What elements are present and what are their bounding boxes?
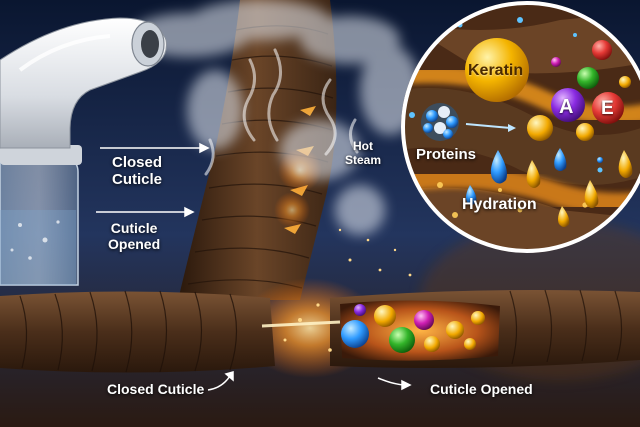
pink-small-sphere (551, 57, 561, 67)
red-small-sphere (592, 40, 612, 60)
proteins-label: Proteins (416, 146, 477, 163)
protein-molecule (421, 103, 459, 141)
oil-drops (526, 150, 633, 227)
keratin-sphere (465, 38, 529, 102)
gold-sphere-3 (619, 76, 631, 88)
gold-sphere-1 (527, 115, 553, 141)
protein-arrow (465, 123, 511, 129)
hot-steam-text: Hot Steam (345, 139, 382, 167)
green-sphere (577, 67, 599, 89)
zoom-inset (401, 1, 640, 253)
label-arrows (96, 142, 412, 391)
keratin-label: Keratin (468, 62, 524, 79)
cuticle-opened-label-left: Cuticle Opened (108, 220, 160, 252)
cuticle-opened-label-bottom: Cuticle Opened (430, 381, 533, 397)
sparkles (283, 228, 412, 352)
hydration-label: Hydration (462, 196, 537, 213)
protein-arrow-head (508, 124, 516, 132)
hair-nutrient-spheres (341, 304, 485, 353)
vitamin-e-sphere (592, 92, 624, 124)
vitamin-a-label: A (559, 96, 574, 118)
light-streak (261, 320, 341, 328)
steam-wisps (204, 48, 359, 176)
horizontal-hair-left-closed (0, 290, 275, 373)
closed-cuticle-text: Closed Cuticle (112, 154, 163, 189)
vertical-hair-strand (178, 0, 337, 300)
vitamin-e-label: E (601, 98, 614, 119)
gold-sphere-2 (576, 123, 594, 141)
cuticle-opened-text: Cuticle Opened (108, 220, 161, 253)
vitamin-a-sphere (551, 88, 585, 122)
hot-steam-label: Hot Steam (345, 139, 382, 168)
horizontal-hair-right-opened (330, 289, 640, 368)
closed-cuticle-label-bottom: Closed Cuticle (107, 381, 205, 397)
closed-cuticle-label-top: Closed Cuticle (112, 154, 162, 189)
facial-steamer (0, 17, 167, 286)
hydration-drops (466, 148, 603, 205)
